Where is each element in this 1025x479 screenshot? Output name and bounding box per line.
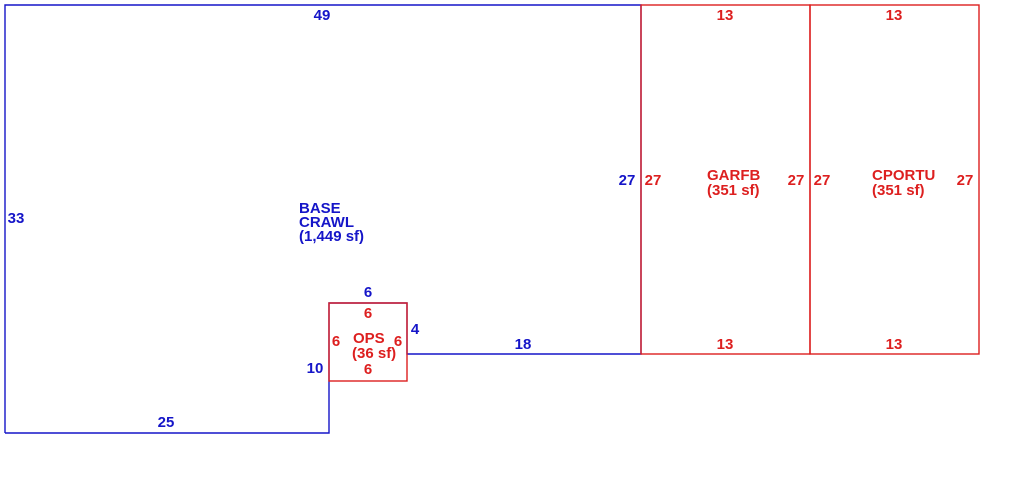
ops-dim-top: 6 xyxy=(364,305,372,322)
cportu-name: CPORTU xyxy=(872,167,935,184)
ops-name: OPS xyxy=(353,330,385,347)
cportu-area: (351 sf) xyxy=(872,182,925,199)
base-name: BASE xyxy=(299,200,341,217)
base-dim-notch-left: 10 xyxy=(307,360,324,377)
garfb-dim-bottom: 13 xyxy=(717,336,734,353)
base-dim-right: 27 xyxy=(619,172,636,189)
cportu-dim-right: 27 xyxy=(957,172,974,189)
base-dim-right-bottom: 18 xyxy=(515,336,532,353)
base-dim-notch-top: 6 xyxy=(364,284,372,301)
base-subname: CRAWL xyxy=(299,214,354,231)
garfb-dim-top: 13 xyxy=(717,7,734,24)
base-dim-bottom: 25 xyxy=(158,414,175,431)
ops-dim-bottom: 6 xyxy=(364,361,372,378)
garfb-area: (351 sf) xyxy=(707,182,760,199)
cportu-outline xyxy=(809,4,980,355)
base-dim-left: 33 xyxy=(8,210,25,227)
garfb-dim-left: 27 xyxy=(645,172,662,189)
ops-outline xyxy=(328,302,408,382)
ops-dim-left: 6 xyxy=(332,333,340,350)
ops-area: (36 sf) xyxy=(352,345,396,362)
base-area: (1,449 sf) xyxy=(299,228,364,245)
garfb-name: GARFB xyxy=(707,167,760,184)
garfb-dim-right: 27 xyxy=(788,172,805,189)
base-dim-top: 49 xyxy=(314,7,331,24)
cportu-dim-left: 27 xyxy=(814,172,831,189)
cportu-dim-top: 13 xyxy=(886,7,903,24)
base-dim-notch-right: 4 xyxy=(411,321,420,338)
ops-dim-right: 6 xyxy=(394,333,402,350)
cportu-dim-bottom: 13 xyxy=(886,336,903,353)
